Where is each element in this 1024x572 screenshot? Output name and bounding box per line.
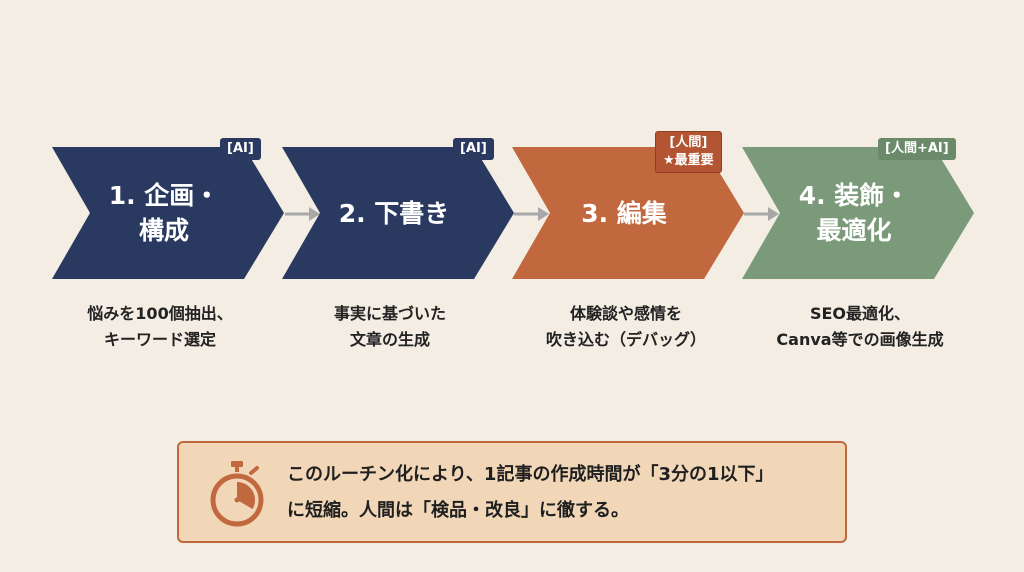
- arrow-1-2: [285, 207, 320, 221]
- step-2-title: 2. 下書き: [338, 198, 450, 228]
- step-1: 1. 企画・ 構成: [52, 147, 284, 279]
- arrow-3-4: [744, 207, 779, 221]
- step-2-chevron: [282, 147, 514, 279]
- step-1-description: 悩みを100個抽出、 キーワード選定: [87, 304, 233, 349]
- step-4-title: 4. 装飾・ 最適化: [798, 181, 910, 245]
- step-3-title: 3. 編集: [581, 198, 667, 228]
- step-3: 3. 編集: [512, 147, 744, 279]
- arrow-2-3: [514, 207, 549, 221]
- step-2: 2. 下書き: [282, 147, 514, 279]
- step-4-badge: [人間+AI]: [878, 138, 956, 160]
- step-2-badge: [AI]: [453, 138, 494, 160]
- step-3-description: 体験談や感情を 吹き込む（デバッグ）: [545, 304, 706, 349]
- summary-note: このルーチン化により、1記事の作成時間が「3分の1以下」 に短縮。人間は「検品・…: [177, 441, 847, 543]
- step-2-description: 事実に基づいた 文章の生成: [333, 304, 446, 349]
- step-4-description: SEO最適化、 Canva等での画像生成: [776, 304, 944, 349]
- step-1-badge: [AI]: [220, 138, 261, 160]
- summary-text: このルーチン化により、1記事の作成時間が「3分の1以下」 に短縮。人間は「検品・…: [287, 464, 774, 521]
- step-3-badge: [人間] ★最重要: [655, 131, 722, 173]
- step-4-chevron: [742, 147, 974, 279]
- step-1-title: 1. 企画・ 構成: [108, 181, 220, 245]
- stopwatch-icon: [210, 461, 264, 527]
- step-1-chevron: [52, 147, 284, 279]
- step-4: 4. 装飾・ 最適化: [742, 147, 974, 279]
- step-3-chevron: [512, 147, 744, 279]
